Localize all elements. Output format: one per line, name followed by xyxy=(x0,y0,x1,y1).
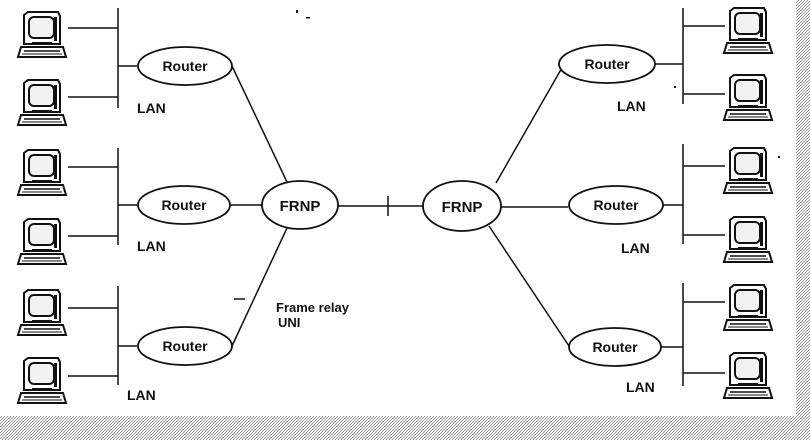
lan-label: LAN xyxy=(137,100,166,116)
computer-icon xyxy=(723,7,773,54)
router-label: Router xyxy=(162,338,208,354)
frnp-label: FRNP xyxy=(442,199,483,216)
lan-segment xyxy=(68,286,137,385)
uni-label-line1: Frame relay xyxy=(276,300,350,315)
computer-icon xyxy=(723,284,773,331)
router-node: Router xyxy=(137,326,233,366)
uni-label-line2: UNI xyxy=(278,315,300,330)
frnp-label: FRNP xyxy=(280,198,321,215)
frnp-node: FRNP xyxy=(422,180,502,232)
router-node: Router xyxy=(137,46,233,86)
computer-icon xyxy=(17,79,67,126)
computer-icon xyxy=(17,289,67,336)
computer-icon xyxy=(723,352,773,399)
computer-icon xyxy=(17,149,67,196)
router-node: Router xyxy=(568,185,664,225)
lan-label: LAN xyxy=(621,240,650,256)
router-node: Router xyxy=(568,327,662,367)
router-link xyxy=(488,65,570,347)
computer-icon xyxy=(723,216,773,263)
computer-icon xyxy=(723,74,773,121)
computer-icon xyxy=(17,11,67,58)
router-label: Router xyxy=(162,58,208,74)
router-label: Router xyxy=(584,56,630,72)
lan-segment xyxy=(68,148,137,245)
scan-speck xyxy=(296,10,780,158)
lan-segment xyxy=(661,283,725,386)
computer-icon xyxy=(17,357,67,404)
lan-label: LAN xyxy=(617,98,646,114)
router-link xyxy=(230,65,288,347)
lan-segment xyxy=(68,8,137,108)
router-node: Router xyxy=(137,185,231,225)
lan-label: LAN xyxy=(626,379,655,395)
router-label: Router xyxy=(592,339,638,355)
router-label: Router xyxy=(593,197,639,213)
router-node: Router xyxy=(558,44,656,84)
computer-icon xyxy=(723,147,773,194)
lan-segment xyxy=(663,144,725,244)
lan-label: LAN xyxy=(127,387,156,403)
hatched-border-right xyxy=(796,0,810,440)
frnp-node: FRNP xyxy=(261,180,339,230)
lan-segment xyxy=(655,8,725,104)
computer-icon xyxy=(17,218,67,265)
hatched-border-bottom xyxy=(0,416,810,440)
lan-label: LAN xyxy=(137,238,166,254)
frnp-trunk-link xyxy=(336,196,424,216)
router-label: Router xyxy=(161,197,207,213)
